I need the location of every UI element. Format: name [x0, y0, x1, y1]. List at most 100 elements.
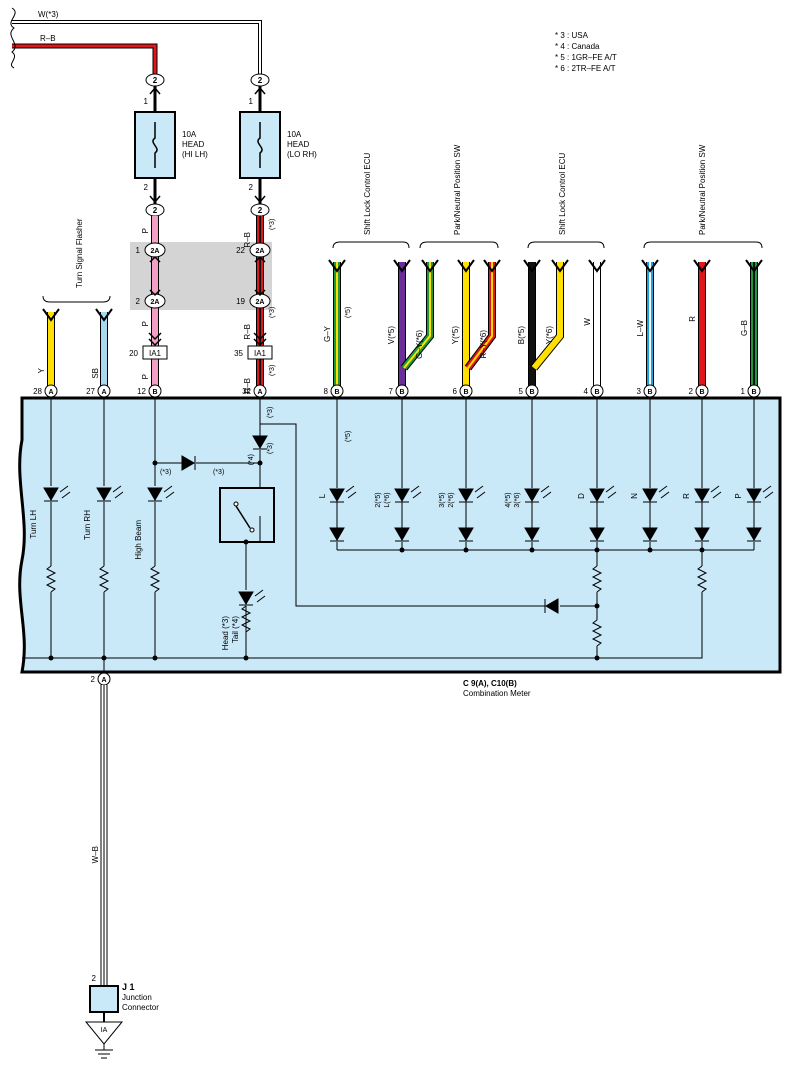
conn-2a-left-lower-pin: 2	[136, 297, 141, 306]
fuse-hi-amp: 10A	[182, 130, 197, 139]
junction-dot	[399, 547, 405, 553]
wire-y-label: Y	[37, 367, 46, 373]
ground-symbol-icon	[95, 1044, 113, 1059]
wire-break-mark	[10, 7, 16, 69]
junction-connector-group: 2 J 1 Junction Connector IA	[84, 974, 159, 1059]
note-switch-feed: (*3)	[213, 469, 224, 476]
label-ind-3: 3(*5)	[439, 492, 446, 507]
junction-dot	[257, 460, 263, 466]
label-ind-2b-line: L(*6)	[384, 492, 391, 507]
switch-terminal	[249, 527, 255, 533]
pin-4-number: 4	[584, 387, 589, 396]
wire-gy-label: G–Y	[323, 325, 332, 342]
conn-2a-right-upper-pin: 22	[236, 246, 245, 255]
junction-dot	[48, 655, 54, 661]
pin-12-conn: B	[152, 389, 157, 396]
wire-y-arrow	[42, 308, 60, 322]
diode-2	[394, 527, 410, 542]
wire-rb-col-label-2: R–B	[243, 324, 252, 340]
wire-p-label-3: P	[141, 374, 150, 379]
wire-w-label: W(*3)	[38, 10, 59, 19]
pin-8-number: 8	[324, 387, 329, 396]
wire-p-label-1: P	[141, 228, 150, 233]
fuse-hi-top-conn-pin: 2	[153, 76, 158, 85]
label-turn-rh: Turn RH	[83, 510, 92, 540]
wire-y6-arrow	[551, 259, 569, 273]
wire-y6-label: Y(*6)	[545, 326, 554, 345]
conn-2a-right-arrows	[254, 255, 266, 297]
wire-v-arrow	[393, 259, 411, 273]
diode-d	[589, 527, 605, 542]
top-wires: W(*3) R–B	[10, 7, 262, 78]
label-ind-2: 2(*5)	[375, 492, 382, 507]
led-ray-icon	[710, 485, 722, 499]
pin-8-conn: B	[334, 389, 339, 396]
conn-2a-left-upper-pin: 1	[136, 246, 141, 255]
wire-rb-col-label-3: R–B	[243, 378, 252, 394]
note-usa-head: (*3)	[267, 407, 274, 418]
label-ind-d: D	[577, 493, 586, 499]
ia1-connectors: IA1 20 IA1 35	[129, 332, 273, 360]
junction-dot	[699, 547, 705, 553]
note-usa-switch: (*3)	[267, 443, 274, 454]
wire-gy6-stripe	[403, 262, 431, 369]
pin-3-conn: B	[647, 389, 652, 396]
park-neutral-1-bracket	[419, 241, 499, 249]
meter-labels: Turn LH Turn RH High Beam (*3) (*3) (*4)…	[29, 407, 743, 651]
pin-32-number: 32	[242, 387, 251, 396]
fuse-hi-pin-top: 1	[144, 97, 149, 106]
diode-d-branch	[544, 598, 559, 614]
note-high-beam-diode: (*3)	[160, 469, 171, 476]
resistor-turn-lh	[45, 565, 57, 593]
ground-point-label: IA	[101, 1027, 108, 1034]
wire-b-arrow	[523, 259, 541, 273]
turn-signal-flasher-group: Turn Signal Flasher Y SB	[37, 218, 113, 396]
switch-terminal	[233, 501, 239, 507]
fuse-lo-pin-bot: 2	[249, 183, 254, 192]
switch-box	[219, 487, 275, 543]
junction-dot	[594, 655, 600, 661]
ia1-right-box	[247, 345, 273, 360]
led-l	[329, 488, 345, 503]
wire-v-label: V(*5)	[387, 326, 396, 345]
label-ind-r: R	[682, 493, 691, 499]
wire-rb-col-note-1: (*3)	[269, 219, 276, 230]
fuse-hi-side: (HI LH)	[182, 150, 208, 159]
conn-2a-right-lower-pin: 19	[236, 297, 245, 306]
meter-connector-id: C 9(A), C10(B)	[463, 679, 517, 688]
wire-y5-arrow	[457, 259, 475, 273]
pin-7-conn: B	[399, 389, 404, 396]
led-3	[458, 488, 474, 503]
diode-4	[524, 527, 540, 542]
pin-5-conn: B	[529, 389, 534, 396]
pin-27-number: 27	[86, 387, 95, 396]
fuse-lo-top-conn-pin: 2	[258, 76, 263, 85]
gray-block-connectors: 2A 1 2A 2 2A 22 2A 19	[136, 242, 271, 309]
wire-rb-col-note-2: (*3)	[269, 307, 276, 318]
diode-r	[694, 527, 710, 542]
label-ind-p: P	[734, 493, 743, 498]
led-ray-icon	[112, 485, 124, 499]
led-ray-icon	[163, 485, 175, 499]
wire-r-label: R	[688, 316, 697, 322]
dimmer-switch	[219, 487, 275, 543]
park-neutral-1-label: Park/Neutral Position SW	[453, 144, 462, 235]
junction-dot	[594, 603, 600, 609]
led-ray-icon	[605, 485, 617, 499]
shift-lock-1-label: Shift Lock Control ECU	[363, 153, 372, 235]
wire-rb-label: R–B	[40, 34, 56, 43]
meter-name: Combination Meter	[463, 689, 531, 698]
park-neutral-2-label: Park/Neutral Position SW	[698, 144, 707, 235]
wire-y5-label: Y(*5)	[451, 326, 460, 345]
pin-7-number: 7	[389, 387, 394, 396]
wire-rb-outer	[12, 43, 158, 78]
led-symbols	[43, 435, 762, 614]
pin-1-conn: B	[751, 389, 756, 396]
pin-6-number: 6	[453, 387, 458, 396]
conn-2a-left-upper-label: 2A	[151, 248, 160, 255]
diode-head-feed	[252, 435, 268, 450]
meter-internal-circuit	[22, 397, 755, 672]
fuse-lo-top-arrow	[254, 86, 266, 95]
note-usa: * 3 : USA	[555, 31, 589, 40]
